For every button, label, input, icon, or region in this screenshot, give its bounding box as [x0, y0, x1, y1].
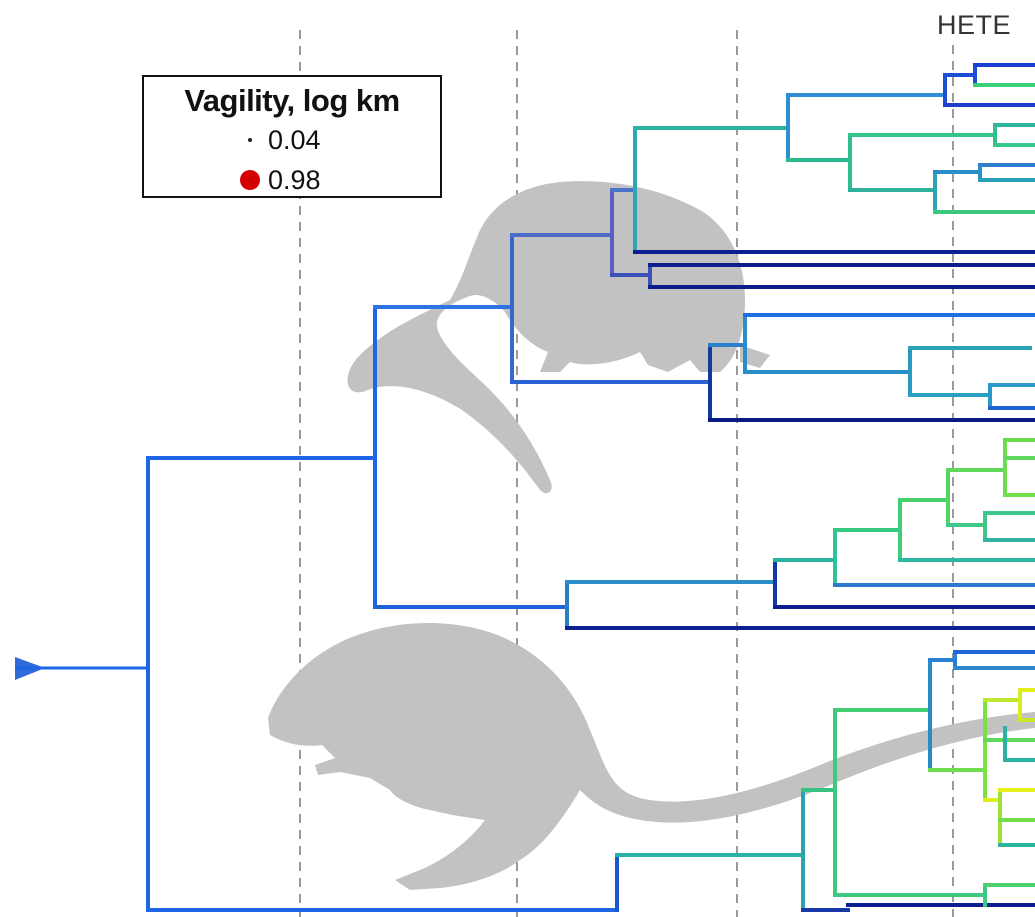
legend-entry: 0.04 — [236, 123, 321, 157]
rodent-silhouette-lower — [268, 622, 1035, 890]
clade-label: HETE — [937, 10, 1012, 40]
small-dot-icon — [236, 138, 264, 142]
legend-entry: 0.98 — [236, 163, 321, 197]
legend-title: Vagility, log km — [184, 83, 400, 118]
phylogenetic-tree — [146, 63, 1035, 912]
large-dot-icon — [236, 170, 264, 190]
rodent-silhouette-upper — [347, 181, 770, 494]
root-arrow — [15, 657, 148, 680]
legend-entry-label: 0.04 — [268, 124, 321, 155]
vagility-legend: Vagility, log km 0.04 0.98 — [142, 75, 442, 198]
legend-entry-label: 0.98 — [268, 164, 321, 195]
